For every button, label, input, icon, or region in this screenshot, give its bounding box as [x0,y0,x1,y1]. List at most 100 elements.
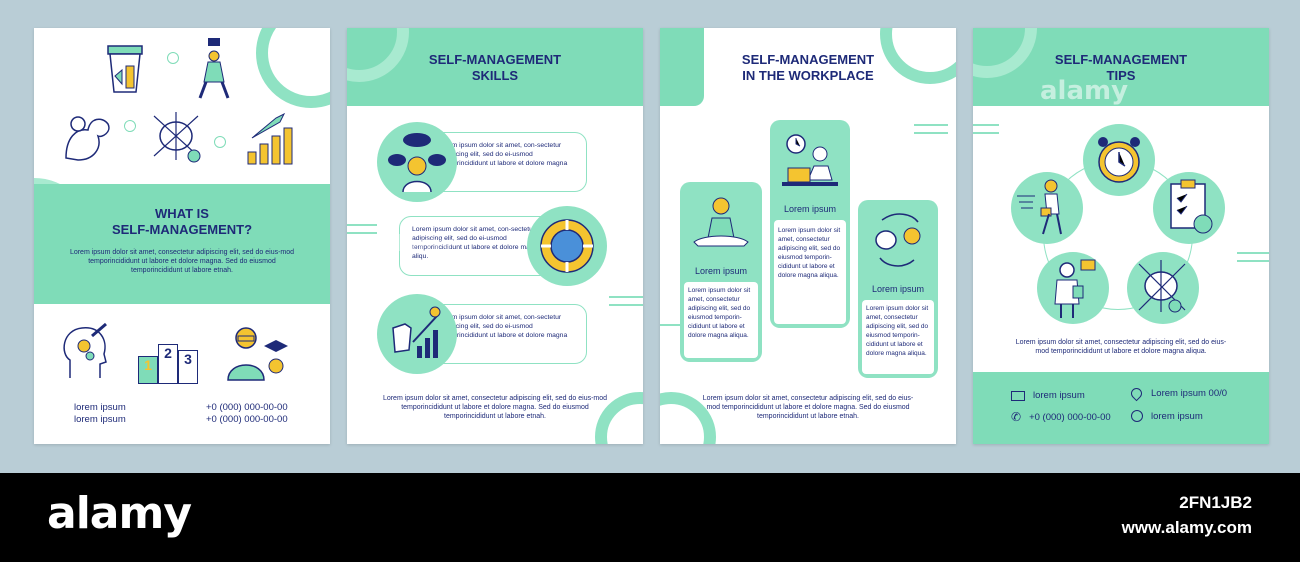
fist-growth-icon [392,306,441,358]
workplace-column-1: Lorem ipsum Lorem ipsum dolor sit amet, … [680,182,762,362]
tip-circle-feedback [1037,252,1109,324]
title-band-left [660,28,704,106]
podium-third-place: 3 [178,350,198,384]
skill-card-3: Lorem ipsum dolor sit amet, con-sectetur… [425,304,587,364]
decor-lines [914,124,948,126]
page-title-line1: SELF-MANAGEMENT [741,52,875,67]
growth-chart-rocket-icon [242,108,304,166]
contact-left-1: lorem ipsum [74,402,126,413]
site-url: www.alamy.com [1121,518,1252,537]
person-graduate-icon [224,322,290,384]
page-title-line2: SELF-MANAGEMENT? [111,222,253,237]
brochure-page-what-is: WHAT IS SELF-MANAGEMENT? Lorem ipsum dol… [34,28,330,444]
globe-icon [1131,410,1143,422]
tip-circle-alarm [1083,124,1155,196]
person-laptop-clock-icon [774,124,846,198]
skill-icon-circle [527,206,607,286]
intro-text: Lorem ipsum dolor sit amet, consectetur … [69,249,295,274]
phone-contact: ✆ +0 (000) 000-00-00 [1011,410,1111,424]
column-heading: Lorem ipsum [783,204,837,214]
tip-circle-walking [1011,172,1083,244]
decor-lines [609,296,643,298]
podium-icon: 1 2 3 [138,330,202,386]
decor-lines [914,132,948,134]
brain-lightbulb-cycle-icon [862,204,934,278]
exercise-person-icon [194,36,238,100]
page-title-line2: SKILLS [471,68,519,83]
web-contact: lorem ipsum [1131,410,1203,422]
column-text: Lorem ipsum dolor sit amet, consectetur … [688,287,751,339]
skill-icon-circle [377,294,457,374]
alamy-logo: alamy [47,488,192,539]
column-heading: Lorem ipsum [871,284,925,294]
mail-icon [1011,390,1025,401]
footer-text: Lorem ipsum dolor sit amet, consectetur … [702,395,914,420]
workplace-column-2: Lorem ipsum Lorem ipsum dolor sit amet, … [770,120,850,328]
title-band: SELF-MANAGEMENT TIPS [973,28,1269,106]
contact-right-2: +0 (000) 000-00-00 [206,414,288,425]
page-title-line1: SELF-MANAGEMENT [1054,52,1188,67]
image-id: 2FN1JB2 [1179,493,1252,512]
page-title-line2: IN THE WORKPLACE [742,68,874,83]
decor-lines [1237,252,1269,254]
person-clouds-icon [388,133,446,193]
decor-dot [167,52,179,64]
phone-label: +0 (000) 000-00-00 [1029,411,1111,423]
column-text-box: Lorem ipsum dolor sit amet, consectetur … [774,220,846,324]
brochure-page-workplace: SELF-MANAGEMENT IN THE WORKPLACE Lorem i… [660,28,956,444]
contact-right-1: +0 (000) 000-00-00 [206,402,288,413]
location-contact: Lorem ipsum 00/0 [1128,385,1228,402]
alarm-clock-icon [1098,137,1140,183]
column-text: Lorem ipsum dolor sit amet, consectetur … [778,227,841,279]
decor-lines [1237,260,1269,262]
phone-icon: ✆ [1011,410,1022,424]
contact-left-2: lorem ipsum [74,414,126,425]
brochure-page-tips: SELF-MANAGEMENT TIPS Lorem ipsum dolor s… [973,28,1269,444]
page-title-line1: WHAT IS [155,206,209,221]
podium-first-place: 1 [138,356,158,384]
meditation-icon [684,186,758,260]
tip-circle-checklist [1153,172,1225,244]
watermark-bar [0,473,1300,562]
decor-dot [124,120,136,132]
contact-band: lorem ipsum Lorem ipsum 00/0 ✆ +0 (000) … [973,372,1269,444]
podium-second-place: 2 [158,344,178,384]
page-title-line1: SELF-MANAGEMENT [428,52,562,67]
column-text-box: Lorem ipsum dolor sit amet, consectetur … [862,300,934,374]
page-title-line2: TIPS [1106,68,1136,83]
alcohol-cart-icon [102,40,148,96]
footer-text: Lorem ipsum dolor sit amet, consectetur … [382,395,608,420]
tip-circle-brain [1127,252,1199,324]
watermark-overlay: alamy [1040,76,1129,106]
workplace-column-3: Lorem ipsum Lorem ipsum dolor sit amet, … [858,200,938,378]
brochure-page-skills: SELF-MANAGEMENT SKILLS Lorem ipsum dolor… [347,28,643,444]
decor-lines [347,232,377,234]
mail-label: lorem ipsum [1033,390,1085,401]
intro-text: Lorem ipsum dolor sit amet, consectetur … [1015,339,1227,355]
muscle-arm-icon [58,108,116,166]
decor-dot [214,136,226,148]
column-text: Lorem ipsum dolor sit amet, consectetur … [866,305,929,357]
decor-lines [973,132,999,134]
skill-icon-circle [377,122,457,202]
brain-arrows-icon [148,110,206,166]
decor-lines [660,324,680,326]
decor-lines [347,224,377,226]
web-label: lorem ipsum [1151,410,1203,422]
brain-arrows-check-icon [1138,260,1186,313]
decor-lines [609,304,643,306]
walking-businessman-icon [1017,179,1062,235]
person-message-icon [1054,259,1096,318]
column-text-box: Lorem ipsum dolor sit amet, consectetur … [684,282,758,358]
cycle-diagram-icon [540,219,594,273]
watermark-overlay: alamy [380,232,455,257]
mail-contact: lorem ipsum [1011,390,1085,401]
skill-card-text: Lorem ipsum dolor sit amet, con-sectetur… [412,226,542,260]
title-band: WHAT IS SELF-MANAGEMENT? Lorem ipsum dol… [34,184,330,304]
location-label: Lorem ipsum 00/0 [1151,388,1228,399]
head-gear-wrench-icon [56,320,118,382]
column-heading: Lorem ipsum [694,266,748,276]
checklist-clock-icon [1170,179,1213,234]
location-pin-icon [1128,385,1145,402]
decor-lines [973,124,999,126]
